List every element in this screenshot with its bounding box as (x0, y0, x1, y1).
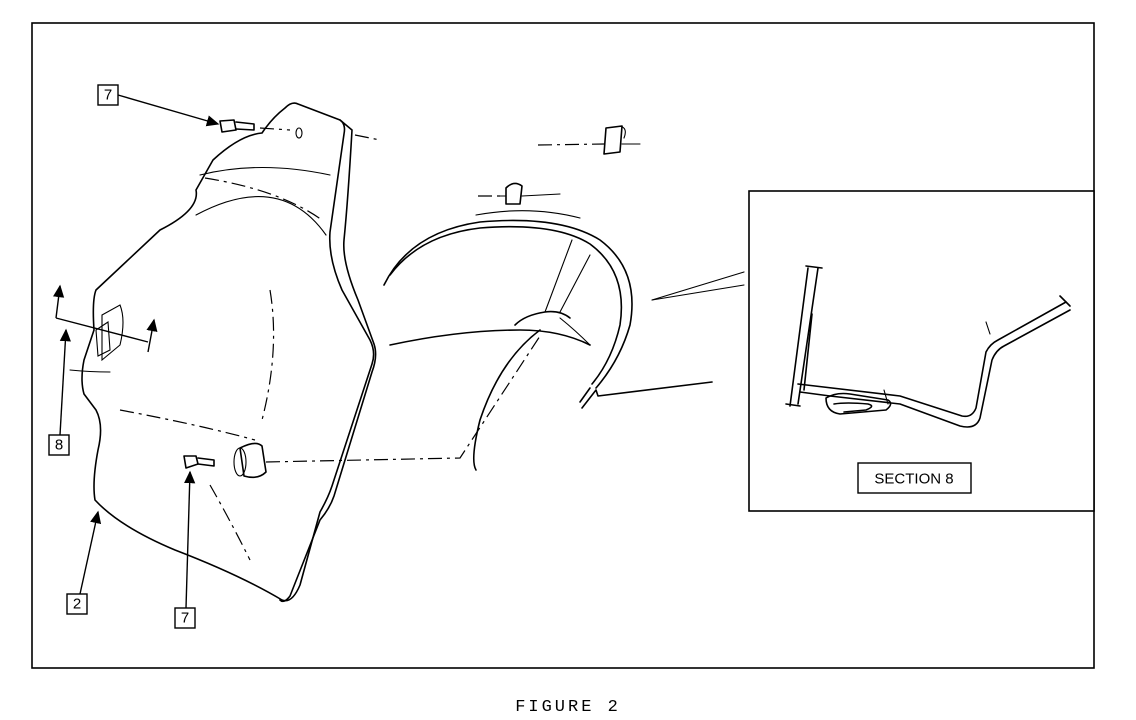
section-leader-2 (651, 284, 745, 301)
centerline-lower (265, 335, 541, 463)
callout-2: 2 (66, 593, 88, 615)
svg-text:SECTION 8: SECTION 8 (874, 471, 953, 488)
centerline-upper (259, 127, 291, 131)
svg-text:2: 2 (73, 596, 81, 613)
callout-8-leader (59, 328, 71, 436)
bushing (233, 442, 267, 479)
clip-right (537, 125, 641, 155)
section-8-cut-line (55, 317, 149, 343)
callout-7-bottom: 7 (174, 607, 196, 629)
callout-7-top: 7 (97, 84, 119, 106)
callout-2-leader (79, 510, 102, 595)
callout-8: 8 (48, 434, 70, 456)
callout-7-bottom-leader (184, 470, 196, 609)
section-leader-1 (651, 271, 745, 301)
section-8-label: SECTION 8 (857, 462, 972, 494)
section-8-arrow-right (146, 318, 158, 353)
screw-upper (219, 119, 255, 133)
svg-text:8: 8 (55, 437, 63, 454)
clip-center (478, 182, 561, 205)
svg-text:7: 7 (181, 610, 189, 627)
figure-caption: FIGURE 2 (515, 698, 621, 717)
section-8-detail (785, 265, 1071, 428)
screw-lower (183, 455, 215, 469)
wheelhouse-liner (383, 210, 713, 471)
svg-text:7: 7 (104, 87, 112, 104)
splash-shield (69, 102, 381, 603)
section-8-arrow-left (53, 284, 65, 319)
callout-7-top-leader (117, 94, 220, 127)
